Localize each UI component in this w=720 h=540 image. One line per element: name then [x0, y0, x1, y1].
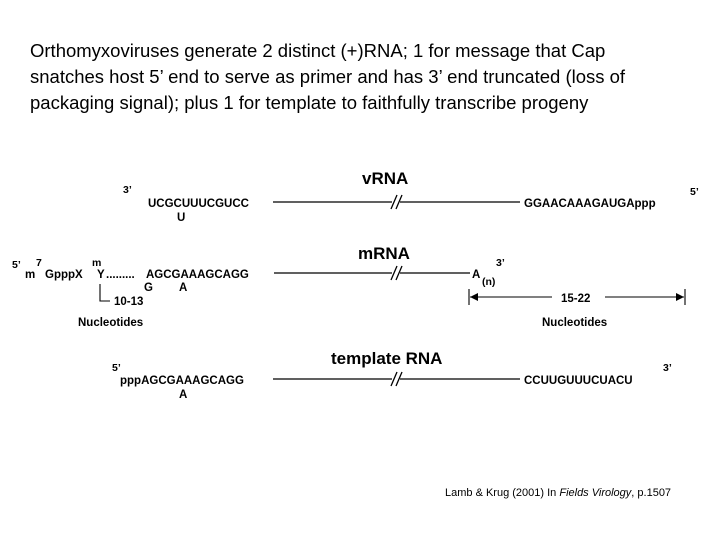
mrna-y: Y: [97, 269, 105, 281]
mrna-cap-superscript-m: m: [92, 257, 101, 269]
template-title: template RNA: [331, 349, 442, 368]
mrna-variant-a: A: [179, 282, 187, 294]
heading-line-3: packaging signal); plus 1 for template t…: [30, 92, 589, 113]
template-break-mark: [390, 371, 398, 387]
left-span-count: 10-13: [114, 296, 143, 308]
vrna-break-mark: [390, 194, 398, 210]
vrna-3prime-label: 3’: [123, 184, 132, 196]
heading-line-1: Orthomyxoviruses generate 2 distinct (+)…: [30, 40, 606, 61]
mrna-cap-m: m: [25, 269, 35, 281]
right-span-unit: Nucleotides: [542, 317, 607, 329]
mrna-poly-a-subscript: (n): [482, 276, 495, 288]
citation: Lamb & Krug (2001) In Fields Virology, p…: [445, 487, 671, 499]
slide-heading: Orthomyxoviruses generate 2 distinct (+)…: [30, 38, 710, 116]
mrna-cap: GpppX: [45, 269, 83, 281]
mrna-cap-superscript-7: 7: [36, 257, 42, 269]
right-span-arrowhead-right: [676, 293, 684, 301]
template-left-variant: A: [179, 389, 187, 401]
vrna-title: vRNA: [362, 169, 408, 188]
mrna-break-mark: [390, 265, 398, 281]
mrna-3prime-label: 3’: [496, 257, 505, 269]
mrna-poly-a: A: [472, 269, 480, 281]
vrna-left-sequence: UCGCUUUCGUCC: [148, 198, 249, 210]
template-3prime-label: 3’: [663, 362, 672, 374]
mrna-group: mRNA 5’ 7 m m GpppX Y ......... AGCGAAAG…: [12, 244, 686, 329]
heading-line-2: snatches host 5’ end to serve as primer …: [30, 66, 626, 87]
template-left-sequence: pppAGCGAAAGCAGG: [120, 375, 244, 387]
right-span-arrowhead-left: [470, 293, 478, 301]
template-right-sequence: CCUUGUUUCUACU: [524, 375, 633, 387]
mrna-dots: .........: [106, 269, 135, 281]
vrna-5prime-label: 5’: [690, 186, 699, 198]
citation-authors: Lamb & Krug (2001) In: [445, 487, 560, 499]
template-5prime-label: 5’: [112, 362, 121, 374]
mrna-left-sequence: AGCGAAAGCAGG: [146, 269, 249, 281]
left-span-unit: Nucleotides: [78, 317, 143, 329]
citation-journal: Fields Virology: [559, 487, 632, 499]
vrna-group: vRNA 3’ UCGCUUUCGUCC U GGAACAAAGAUGAppp …: [123, 169, 699, 224]
citation-page: , p.1507: [631, 487, 672, 499]
mrna-variant-g: G: [144, 282, 153, 294]
left-span-bracket: [99, 284, 110, 302]
template-group: template RNA 5’ pppAGCGAAAGCAGG A CCUUGU…: [112, 349, 672, 401]
right-span-count: 15-22: [561, 293, 590, 305]
vrna-left-variant: U: [177, 212, 185, 224]
mrna-5prime-label: 5’: [12, 259, 21, 271]
vrna-right-sequence: GGAACAAAGAUGAppp: [524, 198, 656, 210]
mrna-title: mRNA: [358, 244, 410, 263]
